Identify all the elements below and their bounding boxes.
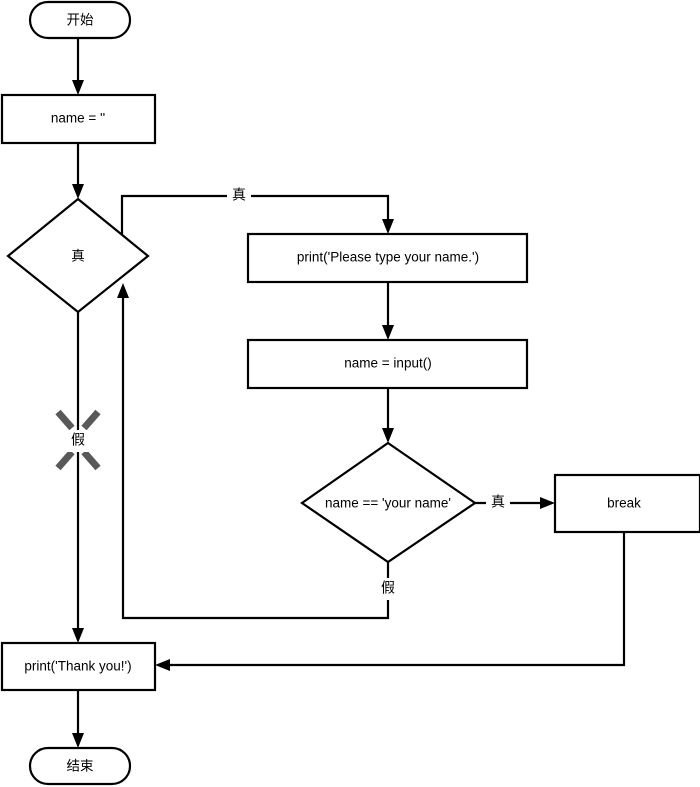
line-jump-x-icon bbox=[55, 409, 101, 471]
node-read-input-label: name = input() bbox=[344, 356, 431, 371]
arrow-head-icon bbox=[382, 325, 394, 340]
node-print-prompt-label: print('Please type your name.') bbox=[297, 250, 479, 265]
edge-label-while-true: 真 bbox=[232, 187, 246, 203]
edge-while-true: 真 bbox=[120, 186, 394, 248]
edge-check-true: 真 bbox=[475, 493, 555, 513]
node-break[interactable]: break bbox=[553, 473, 700, 534]
node-print-thanks[interactable]: print('Thank you!') bbox=[0, 641, 157, 692]
arrow-head-icon bbox=[155, 659, 170, 671]
node-init[interactable]: name = '' bbox=[0, 93, 157, 145]
arrow-head-icon bbox=[72, 628, 84, 643]
edge-label-check-true: 真 bbox=[491, 494, 505, 510]
edge-label-check-false: 假 bbox=[381, 580, 395, 596]
node-end[interactable]: 结束 bbox=[28, 746, 132, 786]
arrow-head-icon bbox=[72, 184, 84, 199]
node-init-label: name = '' bbox=[51, 111, 105, 126]
node-while-cond-label: 真 bbox=[71, 249, 85, 264]
node-read-input[interactable]: name = input() bbox=[246, 338, 529, 390]
node-end-label: 结束 bbox=[67, 759, 94, 774]
arrow-head-icon bbox=[72, 733, 84, 748]
edge-thanks-to-end bbox=[72, 690, 84, 748]
arrow-head-icon bbox=[540, 497, 555, 509]
node-print-prompt[interactable]: print('Please type your name.') bbox=[246, 232, 529, 284]
node-print-thanks-label: print('Thank you!') bbox=[24, 659, 131, 674]
edge-input-to-check bbox=[382, 388, 394, 443]
edge-start-to-init bbox=[72, 38, 84, 95]
node-start[interactable]: 开始 bbox=[28, 0, 132, 40]
node-break-label: break bbox=[607, 496, 641, 511]
arrow-head-icon bbox=[117, 283, 129, 298]
arrow-head-icon bbox=[72, 80, 84, 95]
edge-break-to-thanks bbox=[155, 532, 626, 671]
arrow-head-icon bbox=[382, 219, 394, 234]
edge-check-false: 假 bbox=[117, 283, 402, 620]
node-start-label: 开始 bbox=[67, 13, 94, 28]
edge-label-while-false: 假 bbox=[71, 432, 85, 448]
edge-prompt-to-input bbox=[382, 282, 394, 340]
edge-init-to-while bbox=[72, 143, 84, 199]
node-while-cond[interactable]: 真 bbox=[6, 197, 150, 314]
edge-while-false: 假 bbox=[55, 312, 101, 643]
node-check-name-label: name == 'your name' bbox=[325, 496, 451, 511]
node-check-name[interactable]: name == 'your name' bbox=[300, 441, 477, 564]
arrow-head-icon bbox=[382, 428, 394, 443]
